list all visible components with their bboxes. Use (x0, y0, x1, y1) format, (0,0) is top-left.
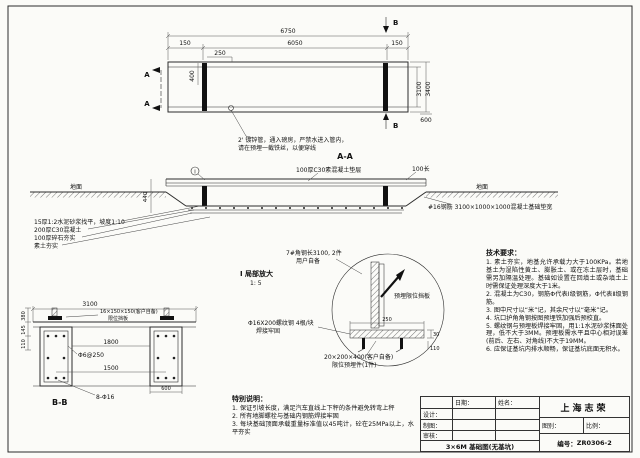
bb-dim-145: 145 (21, 325, 27, 335)
detail-scale: 1: 5 (250, 280, 262, 287)
dim-6750: 6750 (280, 28, 295, 35)
layer-note-1: 15厚1:2水泥砂浆找平，坡度1:10 (34, 218, 125, 226)
dim-250: 250 (214, 50, 226, 57)
tech-item-3: 3. 图中尺寸以“米”记，其余尺寸以“毫米”记。 (486, 306, 612, 314)
dim-3100: 3100 (416, 81, 423, 96)
dim-3400: 3400 (425, 81, 432, 96)
detail-dim-30: 30 (433, 332, 439, 338)
tech-item-5: 5. 螺纹钢与预埋板焊接牢固，用1:1水泥砂浆抹面处理，低不大于3MM。预埋板需… (486, 322, 628, 346)
detail-i: 7#角钢长3100, 2件 用户自备 I 局部放大 1: 5 预埋限位挡板 25… (240, 249, 445, 369)
section-bb: 3100 16×150×150(客户自备) 限位挡板 380 145 110 (21, 301, 199, 407)
tech-item-4: 4. 坑口护角角钢按图预埋铁加强后预校直。 (486, 314, 606, 322)
scale-label: 比例： (584, 417, 629, 433)
detail-dim-110: 110 (430, 346, 440, 352)
drawing-number-label: 编号： (557, 439, 577, 448)
section-mark-b2: B (393, 122, 398, 130)
rebar-note: #16钢筋 3100×1000×1000混凝土基础垫宽 (428, 203, 552, 211)
layer-note-3: 100厚碎石夯实 (34, 234, 75, 242)
limit-plate-right (383, 63, 388, 111)
type-label: 图别： (539, 417, 584, 433)
dim-600: 600 (420, 117, 432, 124)
draft-date-cell (453, 420, 496, 431)
plan-view: 6750 6050 150 150 250 400 3400 3100 600 … (144, 17, 432, 139)
stop-plate-note-1: 16×150×150(客户自备) (100, 308, 158, 315)
check-name-cell (496, 431, 539, 441)
main-rebar-label: 8-Φ16 (96, 394, 115, 401)
stirrup-label: Φ6@250 (78, 352, 104, 359)
title-block: 日期： 姓名： 设计： 制图： 审核： 3×6M 基础图(无基坑) 上海志荣 图… (420, 396, 630, 452)
special-notes: 特别说明： 1. 保证引坡长度，满足汽车直线上下秤的条件避免转弯上秤 2. 所有… (232, 394, 414, 437)
draft-row-label: 制图： (421, 420, 453, 431)
section-mark-a1: A (144, 71, 150, 79)
special-item-1: 1. 保证引坡长度，满足汽车直线上下秤的条件避免转弯上秤 (232, 405, 395, 412)
dim-400: 400 (189, 70, 196, 82)
design-name-cell (496, 409, 539, 420)
embed-plate-label: 预埋限位挡板 (394, 292, 430, 300)
tech-item-1: 1. 素土夯实，地基允许承载力大于100KPa。若地基土为湿陷性黄土、膨胀土、或… (486, 259, 628, 290)
detail-i-marker: I (194, 170, 195, 176)
bb-dim-1800: 1800 (103, 339, 118, 346)
drawing-title: 3×6M 基础图(无基坑) (445, 443, 515, 451)
tech-item-6: 6. 应保证基坑内排水顺畅，保证基坑底面无积水。 (486, 346, 624, 354)
slab-rebar-dots (191, 207, 403, 209)
layer-note-4: 素土夯实 (34, 242, 58, 250)
check-date-cell (453, 431, 496, 441)
pipe-callout-line2: 请在预埋一截铁丝，以便穿线 (238, 144, 317, 152)
drawing-number-cell: 编号： ZR0306-2 (539, 433, 629, 451)
pipe-callout-line1: 2' 镀锌管，通入磅房，严禁水进入管内， (238, 137, 348, 144)
angle-steel-note-2: 用户自备 (296, 257, 320, 265)
special-notes-title: 特别说明： (232, 395, 267, 403)
title-block-empty-cell (421, 397, 453, 409)
header-date-label: 日期： (453, 397, 496, 409)
detail-dim-250: 250 (382, 317, 392, 323)
section-aa-title: A-A (337, 152, 354, 161)
dim-440: 440 (143, 191, 149, 202)
pier-rebar-dots (46, 334, 176, 380)
section-bb-title: B-B (52, 398, 68, 407)
embed-note-2: 限位预埋件(1件) (332, 361, 377, 369)
technical-requirements-title: 技术要求： (486, 249, 521, 257)
bb-dim-1500: 1500 (103, 365, 118, 372)
technical-requirements: 技术要求： 1. 素土夯实，地基允许承载力大于100KPa。若地基土为湿陷性黄土… (486, 248, 628, 354)
angle-steel-note-1: 7#角钢长3100, 2件 (286, 249, 342, 257)
bolt-note-2: 焊接牢固 (256, 327, 280, 335)
tech-item-2: 2. 混凝土为C30，钢筋Φ代表Ⅰ级钢筋，Φ代表Ⅱ级钢筋。 (486, 290, 628, 306)
dim-150-left: 150 (179, 40, 191, 47)
limit-plate-left (202, 63, 207, 111)
pipe-callout: 2' 镀锌管，通入磅房，严禁水进入管内， 请在预埋一截铁丝，以便穿线 (238, 137, 408, 153)
section-mark-b1: B (393, 19, 398, 27)
pipe-mark (228, 105, 234, 111)
bedding-label: 100厚C30素混凝土垫层 (296, 166, 361, 174)
ground-label-right: 地面 (476, 183, 488, 191)
section-aa: A-A 440 I 1 (30, 152, 558, 250)
header-name-label: 姓名： (496, 397, 539, 409)
design-date-cell (453, 409, 496, 420)
dim-6050: 6050 (287, 40, 302, 47)
drawing-number: ZR0306-2 (576, 438, 612, 447)
bb-dim-600: 600 (161, 386, 171, 392)
bb-dim-3100: 3100 (82, 301, 97, 308)
layer-note-2: 200厚C30混凝土 (34, 226, 81, 234)
company-name: 上海志荣 (539, 397, 629, 417)
stop-plate-note-2: 限位挡板 (108, 315, 128, 322)
design-row-label: 设计： (421, 409, 453, 420)
sheet-border (7, 5, 633, 453)
bolt-note-1: Φ16X200螺纹钢 4根/块 (248, 319, 314, 327)
bb-dim-380: 380 (21, 311, 27, 321)
special-item-2: 2. 所有地脚螺栓与基础内钢筋焊接牢固 (232, 412, 339, 420)
section-mark-a2: A (144, 100, 150, 108)
bb-dim-110: 110 (21, 339, 27, 349)
draft-name-cell (496, 420, 539, 431)
special-item-3: 3. 每块基础顶面承载重量标准值以45吨计，砼在25MPa以上，水平夯实 (232, 420, 414, 436)
detail-title: I 局部放大 (240, 269, 273, 278)
embed-note-1: 20×200×400(客户自备) (324, 353, 393, 361)
dim-150-right: 150 (391, 40, 403, 47)
len-100-label: 100长 (412, 165, 429, 173)
check-row-label: 审核： (421, 431, 453, 441)
ground-label-left: 地面 (70, 183, 82, 191)
